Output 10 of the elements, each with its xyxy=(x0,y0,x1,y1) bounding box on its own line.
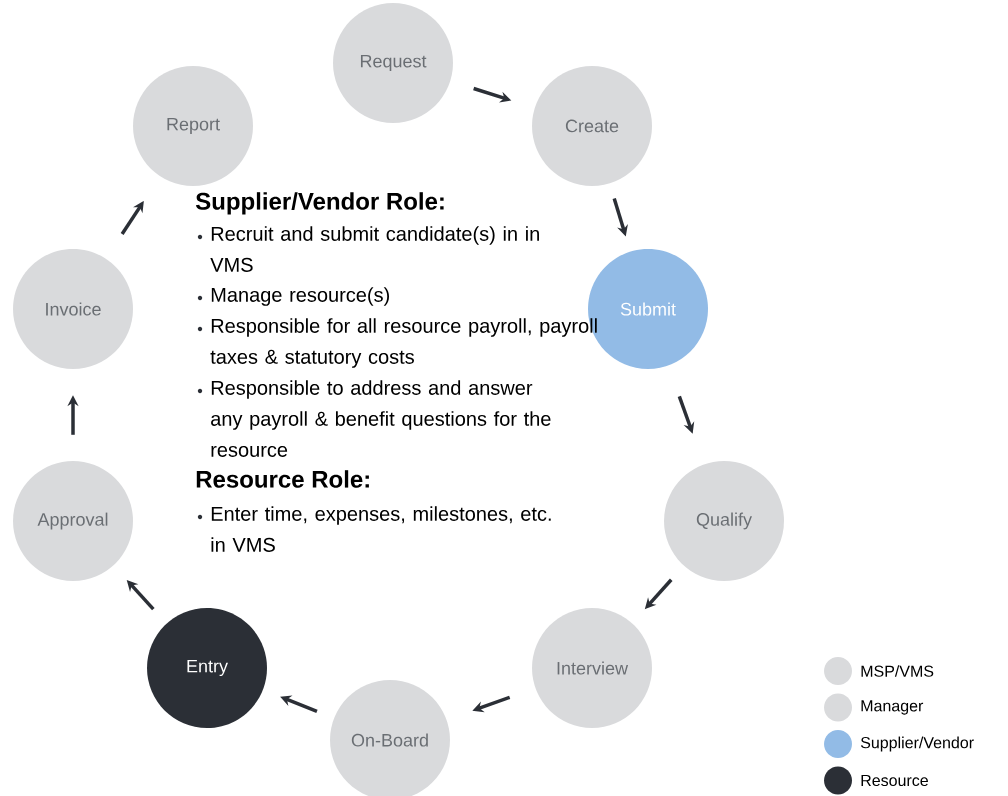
legend-label: Resource xyxy=(861,774,928,787)
bullet-item: Recruit and submit candidate(s) in in VMS xyxy=(210,226,539,272)
bullet-item: Enter time, expenses, milestones, etc. in VMS xyxy=(211,506,551,552)
legend-label: MSP/VMS xyxy=(861,665,934,677)
bullet-item: Manage resource(s) xyxy=(211,287,389,306)
role-heading: Supplier/Vendor Role: xyxy=(195,192,444,215)
legend-label: Supplier/Vendor xyxy=(860,736,974,752)
role-heading: Resource Role: xyxy=(196,470,369,488)
legend-label: Manager xyxy=(861,700,924,715)
bullet-item: Responsible to address and answer any payroll & benefit questions for the resource xyxy=(211,380,551,457)
